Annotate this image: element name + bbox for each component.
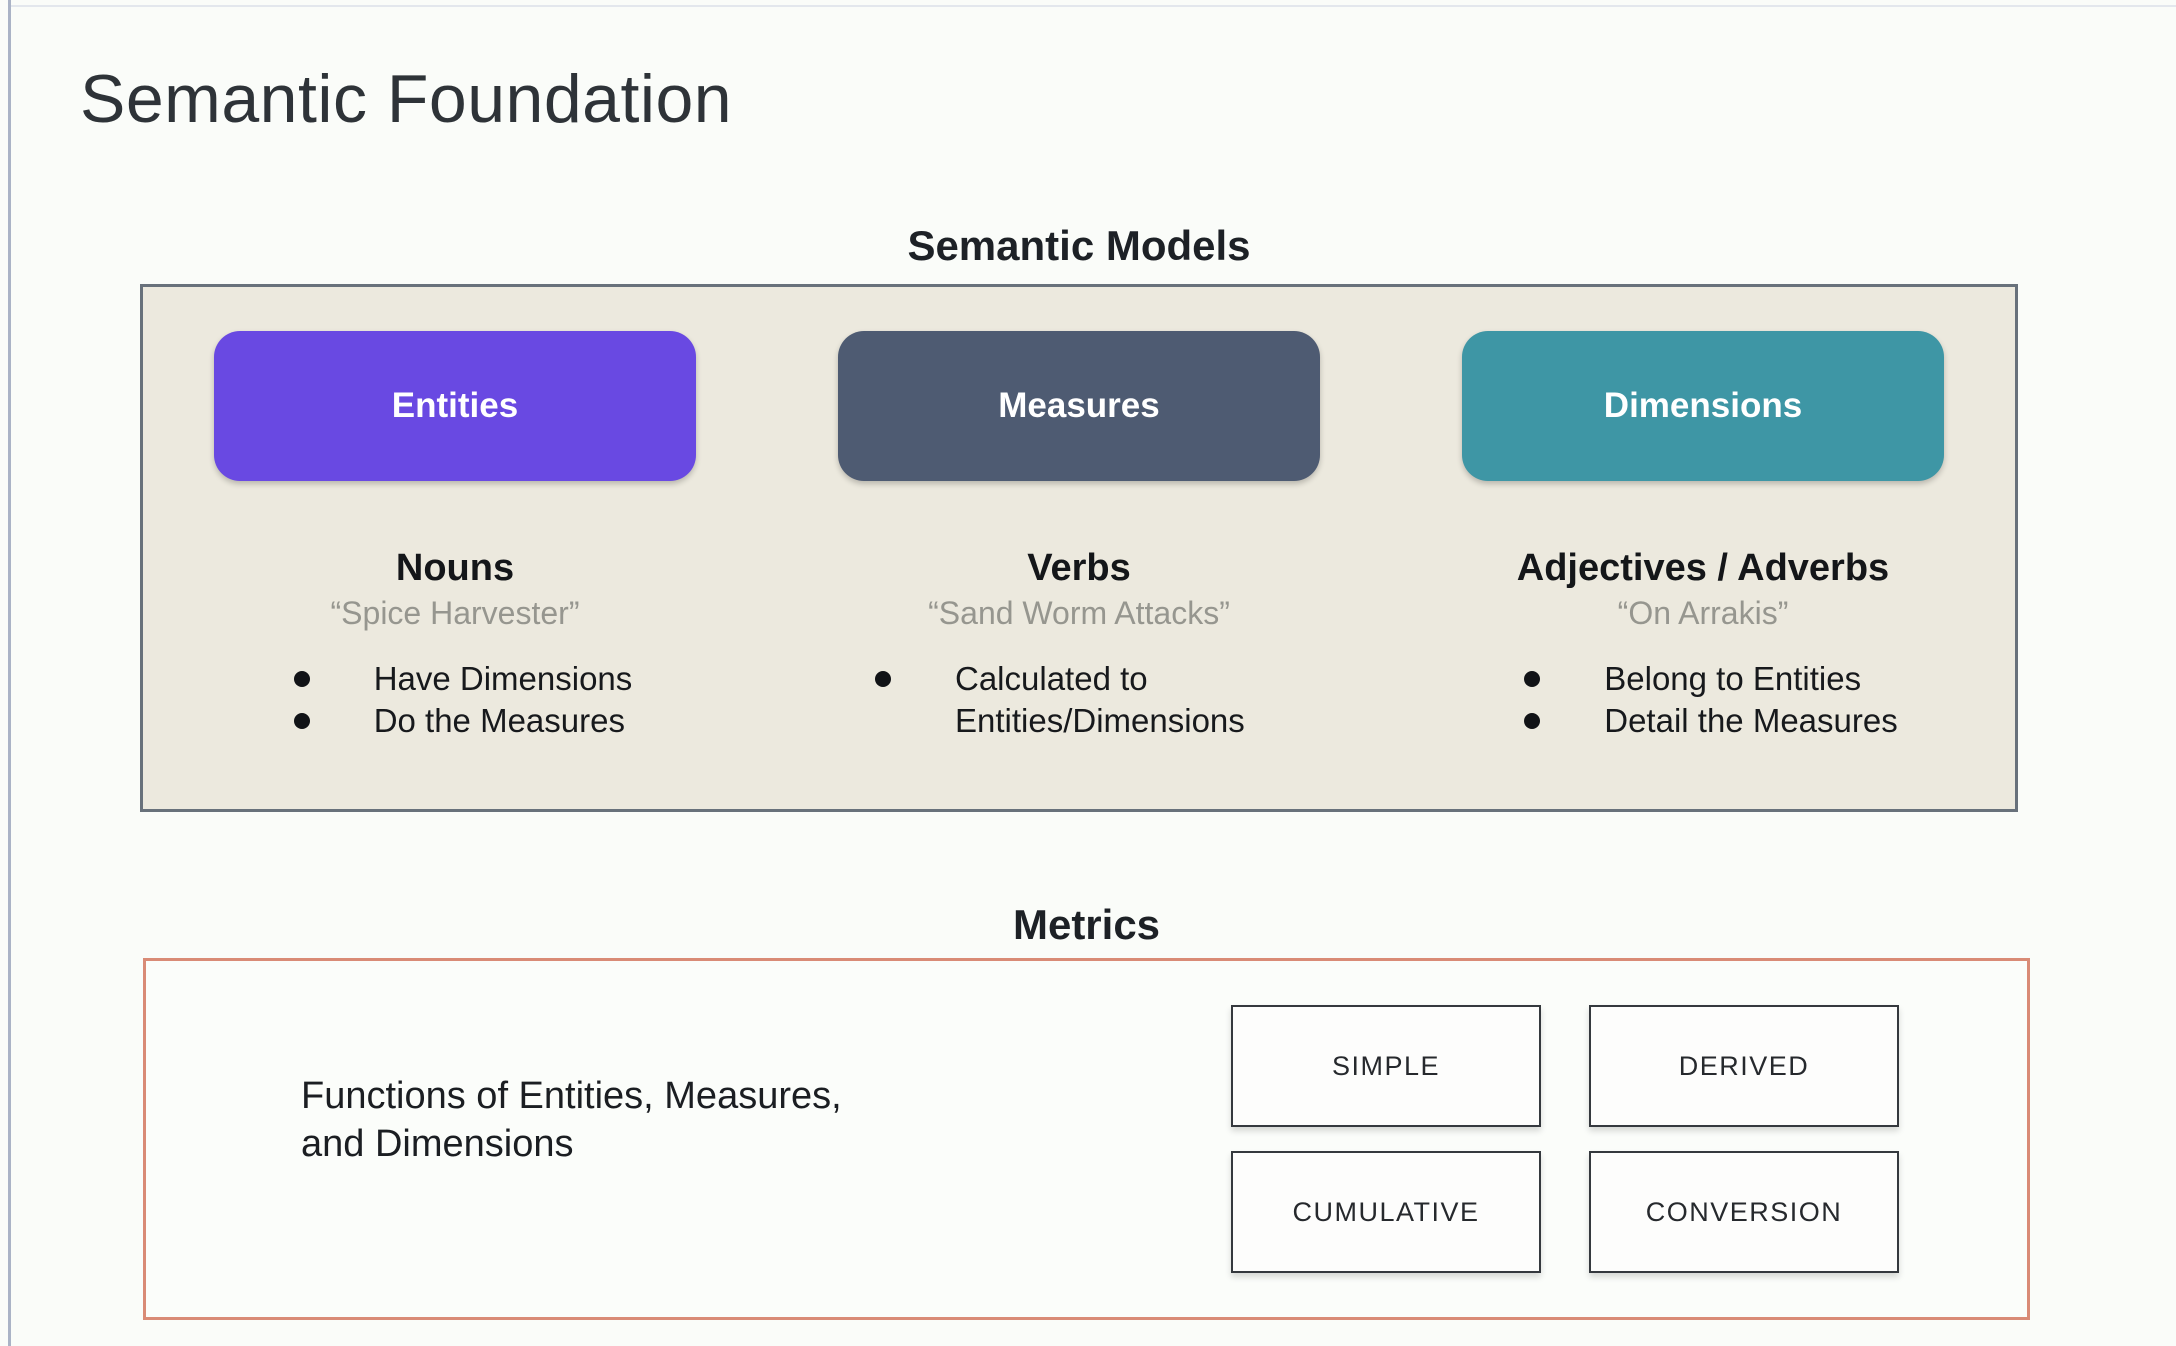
bullet-dot-icon (293, 713, 310, 730)
bullet-item: Belong to Entities (1508, 658, 1897, 700)
window-left-border (8, 0, 11, 1346)
bullet-dot-icon (1524, 713, 1541, 730)
semantic-models-heading: Semantic Models (907, 222, 1251, 269)
role-example: “Spice Harvester” (330, 594, 580, 631)
bullet-list: Calculated to Entities/Dimensions (859, 658, 1299, 742)
bullet-item: Calculated to Entities/Dimensions (859, 658, 1299, 742)
model-column-dimensions: Dimensions Adjectives / Adverbs “On Arra… (1391, 287, 2015, 809)
metrics-description-line: and Dimensions (301, 1122, 574, 1165)
bullet-item: Detail the Measures (1508, 700, 1898, 742)
role-example: “On Arrakis” (1617, 594, 1789, 631)
metrics-heading: Metrics (1012, 901, 1161, 948)
entities-pill: Entities (214, 331, 696, 481)
bullet-dot-icon (875, 670, 891, 687)
page-title: Semantic Foundation (80, 61, 733, 137)
metric-tile-cumulative: CUMULATIVE (1231, 1151, 1541, 1273)
metric-tile-derived: DERIVED (1589, 1005, 1899, 1127)
bullet-dot-icon (1524, 670, 1541, 687)
metrics-panel: Functions of Entities, Measures, and Dim… (143, 958, 2030, 1320)
model-column-measures: Measures Verbs “Sand Worm Attacks” Calcu… (767, 287, 1391, 809)
metric-tile-simple: SIMPLE (1231, 1005, 1541, 1127)
role-example: “Sand Worm Attacks” (928, 594, 1230, 631)
metric-type-grid: SIMPLE DERIVED CUMULATIVE CONVERSION (1231, 1005, 1899, 1273)
model-column-entities: Entities Nouns “Spice Harvester” Have Di… (143, 287, 767, 809)
bullet-list: Have Dimensions Do the Measures (278, 658, 633, 742)
metrics-description: Functions of Entities, Measures, and Dim… (301, 1073, 842, 1169)
bullet-item: Have Dimensions (278, 658, 632, 700)
bullet-item: Do the Measures (278, 700, 633, 742)
metrics-description-line: Functions of Entities, Measures, (301, 1075, 842, 1117)
dimensions-pill: Dimensions (1462, 331, 1944, 481)
bullet-list: Belong to Entities Detail the Measures (1508, 658, 1898, 742)
role-heading: Nouns (395, 547, 515, 589)
bullet-dot-icon (293, 670, 310, 687)
window-top-border (8, 5, 2176, 7)
metric-tile-conversion: CONVERSION (1589, 1151, 1899, 1273)
role-heading: Verbs (1027, 547, 1131, 589)
semantic-models-panel: Entities Nouns “Spice Harvester” Have Di… (140, 284, 2018, 812)
role-heading: Adjectives / Adverbs (1516, 547, 1890, 589)
measures-pill: Measures (838, 331, 1320, 481)
